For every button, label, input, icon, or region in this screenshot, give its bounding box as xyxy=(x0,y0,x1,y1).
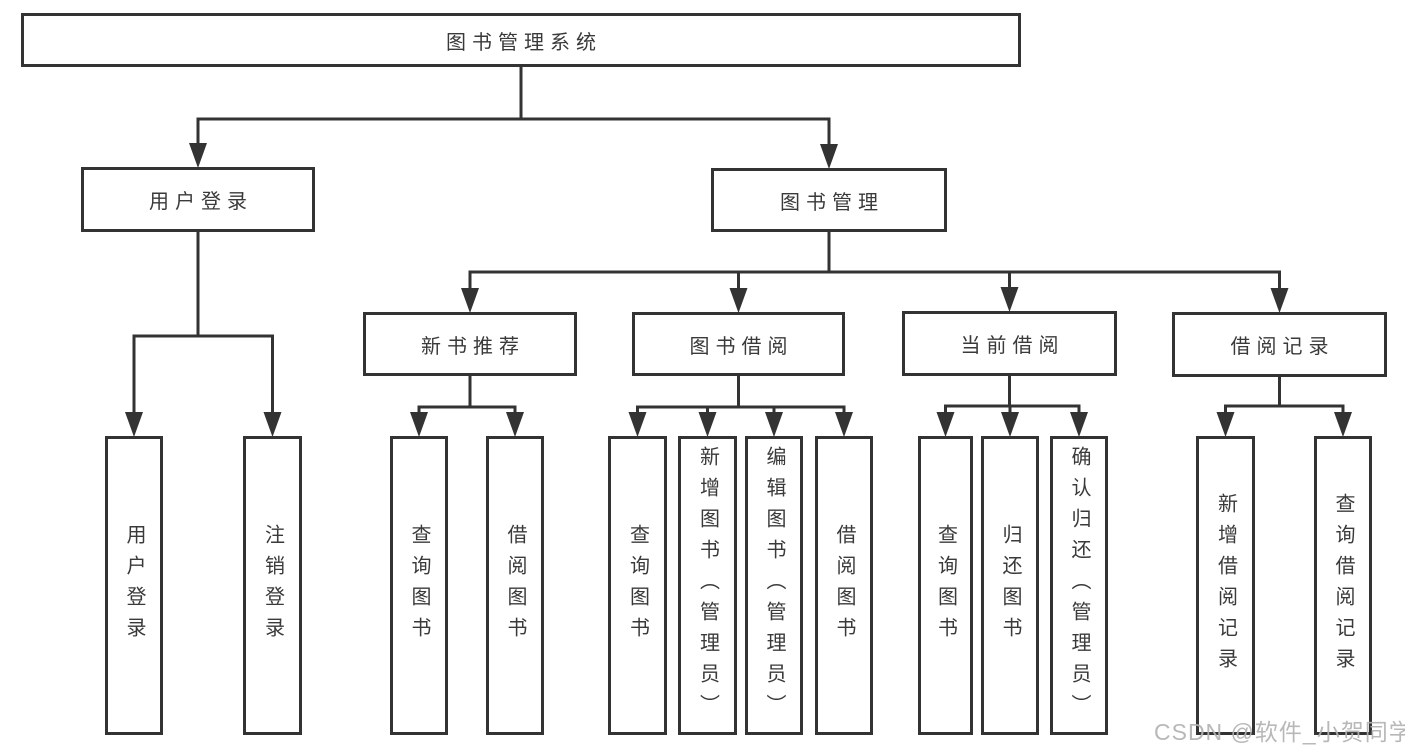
arrowhead xyxy=(1334,412,1352,437)
arrowhead xyxy=(263,412,282,437)
arrowhead xyxy=(125,412,143,437)
node-label: 新书推荐 xyxy=(421,335,525,358)
node-book-management: 图书管理 xyxy=(711,168,947,232)
edge-user-login xyxy=(125,230,282,437)
node-leaf-add-books: 新增图书（管理员） xyxy=(678,436,737,735)
node-leaf-confirm-return: 确认归还（管理员） xyxy=(1050,436,1108,735)
node-leaf-user-login: 用户登录 xyxy=(105,436,163,735)
node-label: 当前借阅 xyxy=(960,335,1065,357)
edge-borrowing-records xyxy=(1216,375,1352,437)
edge-root xyxy=(189,65,838,169)
node-user-login: 用户登录 xyxy=(81,167,315,232)
arrowhead xyxy=(936,412,955,437)
node-label: 图书借阅 xyxy=(689,335,794,358)
node-leaf-query-books-borrow: 查询图书 xyxy=(608,436,667,735)
node-label: 注销登录 xyxy=(261,523,284,648)
arrowhead xyxy=(506,412,524,437)
node-label: 查询图书 xyxy=(626,523,649,648)
arrowhead xyxy=(1270,288,1289,313)
node-leaf-edit-books: 编辑图书（管理员） xyxy=(745,436,803,735)
node-label: 确认归还（管理员） xyxy=(1068,446,1090,725)
node-current-borrowing: 当前借阅 xyxy=(902,311,1117,376)
node-book-borrowing: 图书借阅 xyxy=(632,312,845,376)
node-label: 归还图书 xyxy=(999,523,1021,648)
node-leaf-logout: 注销登录 xyxy=(243,436,302,735)
node-leaf-return-books: 归还图书 xyxy=(981,436,1039,735)
arrowhead xyxy=(410,412,428,437)
node-label: 新增借阅记录 xyxy=(1214,492,1237,679)
arrowhead xyxy=(1216,412,1235,437)
node-leaf-query-books-rec: 查询图书 xyxy=(390,436,448,735)
node-label: 编辑图书（管理员） xyxy=(763,446,785,725)
arrowhead xyxy=(1000,287,1019,312)
node-label: 借阅记录 xyxy=(1230,336,1335,358)
arrowhead xyxy=(835,412,853,437)
edge-book-management xyxy=(461,230,1289,313)
arrowhead xyxy=(729,288,748,313)
node-label: 图书管理 xyxy=(780,191,884,214)
node-label: 借阅图书 xyxy=(833,523,855,648)
edge-book-borrowing xyxy=(628,374,853,437)
arrowhead xyxy=(189,143,207,168)
edge-current-borrowing xyxy=(936,374,1088,437)
arrowhead xyxy=(820,144,838,169)
node-leaf-add-borrow-record: 新增借阅记录 xyxy=(1196,436,1255,735)
node-label: 用户登录 xyxy=(149,191,253,213)
arrowhead xyxy=(1070,412,1088,437)
edge-new-book-rec xyxy=(410,374,524,437)
watermark: CSDN @软件_小贺同学 xyxy=(1154,719,1405,745)
node-label: 借阅图书 xyxy=(504,523,526,648)
node-new-book-rec: 新书推荐 xyxy=(363,312,577,376)
node-label: 查询图书 xyxy=(934,523,957,648)
node-borrowing-records: 借阅记录 xyxy=(1172,312,1387,377)
arrowhead xyxy=(628,412,647,437)
node-leaf-query-books-current: 查询图书 xyxy=(918,436,973,735)
arrowhead xyxy=(698,412,717,437)
node-leaf-query-borrow-record: 查询借阅记录 xyxy=(1314,436,1372,735)
node-label: 新增图书（管理员） xyxy=(696,446,719,725)
node-leaf-borrow-books: 借阅图书 xyxy=(815,436,873,735)
arrowhead xyxy=(461,288,479,313)
node-label: 图书管理系统 xyxy=(446,31,602,54)
node-label: 用户登录 xyxy=(123,523,145,648)
arrowhead xyxy=(765,412,783,437)
arrowhead xyxy=(1001,412,1019,437)
node-root: 图书管理系统 xyxy=(21,13,1021,67)
node-label: 查询借阅记录 xyxy=(1332,492,1354,679)
node-leaf-borrow-books-rec: 借阅图书 xyxy=(486,436,544,735)
node-label: 查询图书 xyxy=(408,523,430,648)
